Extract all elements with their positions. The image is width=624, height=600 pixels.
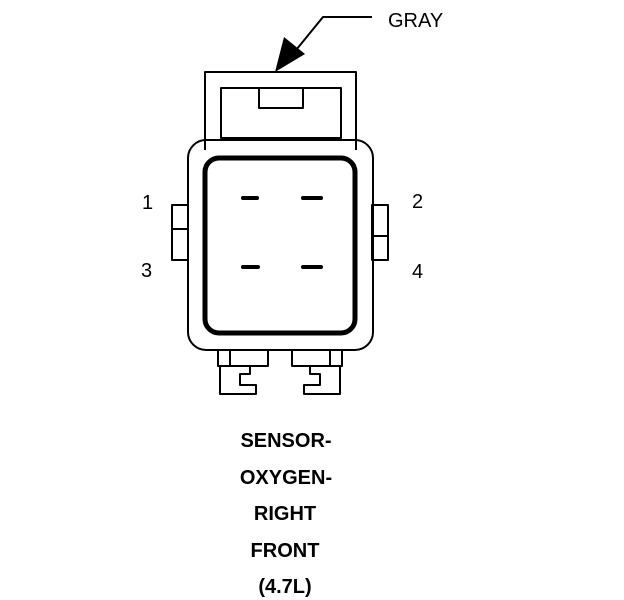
right-side-tab bbox=[371, 204, 389, 261]
color-label: GRAY bbox=[388, 10, 443, 32]
color-callout: GRAY bbox=[275, 10, 443, 72]
latch-housing bbox=[204, 71, 357, 150]
inner-cavity bbox=[202, 155, 358, 336]
retainer-left-hook bbox=[219, 366, 257, 395]
connector-caption: SENSOR- OXYGEN- RIGHT FRONT (4.7L) bbox=[240, 430, 332, 598]
pin-label-4: 4 bbox=[412, 261, 423, 283]
retainer-right-hook bbox=[303, 366, 341, 395]
outer-housing bbox=[187, 139, 374, 351]
latch-tab bbox=[220, 87, 342, 139]
retainer-right-base bbox=[291, 349, 343, 367]
caption-line-3: RIGHT bbox=[254, 503, 316, 525]
caption-line-1: SENSOR- bbox=[240, 430, 331, 452]
callout-arrowhead-icon bbox=[275, 37, 305, 72]
retainer-left-base bbox=[217, 349, 269, 367]
caption-line-5: (4.7L) bbox=[258, 576, 311, 598]
caption-line-4: FRONT bbox=[251, 540, 320, 562]
pin-label-1: 1 bbox=[142, 192, 153, 214]
pin-label-3: 3 bbox=[141, 260, 152, 282]
left-side-tab bbox=[171, 204, 189, 261]
latch-key bbox=[258, 87, 304, 109]
pin-labels: 1 2 3 4 bbox=[141, 191, 423, 283]
callout-leader-line bbox=[291, 16, 372, 56]
pin-label-2: 2 bbox=[412, 191, 423, 213]
connector-body bbox=[171, 71, 389, 395]
caption-line-2: OXYGEN- bbox=[240, 467, 332, 489]
bottom-retainers bbox=[217, 349, 343, 395]
